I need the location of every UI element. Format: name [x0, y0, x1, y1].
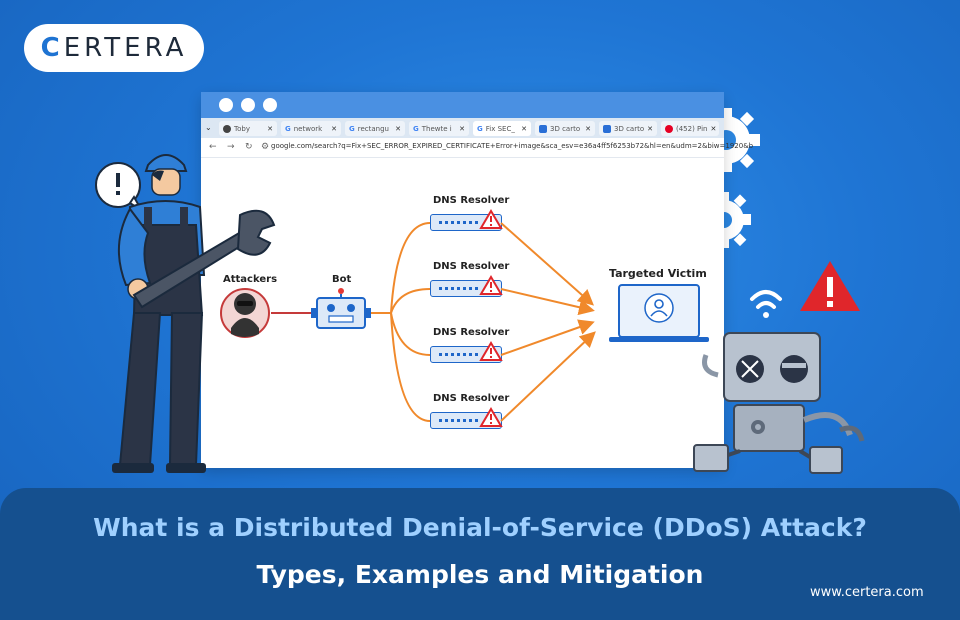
- address-bar: [201, 138, 724, 158]
- forward-arrow-icon[interactable]: →: [227, 142, 235, 152]
- dns-resolver-label: DNS Resolver: [433, 393, 510, 404]
- broken-robot-illustration: [693, 261, 865, 474]
- bot-icon: [311, 288, 371, 329]
- dns-resolver-label: DNS Resolver: [433, 195, 510, 206]
- title-band: [0, 488, 960, 620]
- alert-bubble-icon: [95, 162, 143, 212]
- targeted-victim-label: Targeted Victim: [609, 267, 707, 280]
- headline-line-2: Types, Examples and Mitigation: [256, 560, 704, 589]
- tab-close-icon[interactable]: ✕: [331, 124, 337, 133]
- window-dot-minimize[interactable]: [241, 98, 255, 112]
- warning-icon: [800, 261, 860, 311]
- reload-icon[interactable]: ↻: [245, 142, 253, 152]
- browser-tab[interactable]: 3D carto✕: [535, 121, 595, 136]
- toby-icon: [223, 124, 231, 133]
- window-dot-maximize[interactable]: [263, 98, 277, 112]
- tab-close-icon[interactable]: ✕: [459, 124, 465, 133]
- tab-close-icon[interactable]: ✕: [647, 124, 653, 133]
- tab-list-chevron-icon[interactable]: ⌄: [205, 123, 212, 132]
- gear-icon: [751, 420, 765, 434]
- tab-close-icon[interactable]: ✕: [267, 124, 273, 133]
- tab-close-icon[interactable]: ✕: [710, 124, 717, 133]
- back-arrow-icon[interactable]: ←: [209, 142, 217, 152]
- url-field[interactable]: google.com/search?q=Fix+SEC_ERROR_EXPIRE…: [271, 142, 754, 150]
- tab-close-icon[interactable]: ✕: [521, 124, 527, 133]
- browser-tab[interactable]: (452) Pin✕: [661, 121, 719, 136]
- pinterest-icon: [665, 124, 673, 133]
- browser-titlebar: [201, 92, 724, 118]
- wifi-icon: [750, 290, 782, 318]
- warning-icon: [479, 275, 503, 295]
- browser-tab[interactable]: G network✕: [281, 121, 341, 136]
- certera-logo: CERTERA: [24, 24, 204, 72]
- wrench-icon: [132, 209, 276, 309]
- window-dot-close[interactable]: [219, 98, 233, 112]
- google-icon: G: [413, 124, 419, 133]
- google-icon: G: [285, 124, 291, 133]
- google-icon: G: [349, 124, 355, 133]
- browser-tab[interactable]: 3D carto✕: [599, 121, 657, 136]
- hacker-icon: [220, 288, 270, 338]
- logo-text: CERTERA: [41, 33, 188, 63]
- logo-c-mark: C: [40, 33, 64, 63]
- dns-resolver-label: DNS Resolver: [433, 327, 510, 338]
- tab-close-icon[interactable]: ✕: [395, 124, 401, 133]
- browser-tab[interactable]: Toby✕: [219, 121, 277, 136]
- attackers-label: Attackers: [223, 274, 278, 285]
- browser-tab-active[interactable]: G Fix SEC_✕: [473, 121, 531, 136]
- ddos-diagram: [220, 209, 709, 427]
- warning-icon: [479, 407, 503, 427]
- dns-resolver-label: DNS Resolver: [433, 261, 510, 272]
- engineer-illustration: [95, 154, 276, 473]
- laptop-icon: [609, 284, 709, 342]
- browser-tab[interactable]: G Thewte i✕: [409, 121, 469, 136]
- site-info-icon[interactable]: ⚙: [261, 142, 270, 152]
- browser-window: ⌄ Toby✕ G network✕ G rectangu✕ G Thewte …: [201, 92, 754, 468]
- warning-icon: [479, 341, 503, 361]
- doc-icon: [539, 124, 547, 133]
- google-icon: G: [477, 124, 483, 133]
- website-url[interactable]: www.certera.com: [810, 585, 924, 600]
- warning-icon: [479, 209, 503, 229]
- logo-wordmark: ERTERA: [63, 33, 188, 63]
- bot-label: Bot: [332, 274, 352, 285]
- browser-tab[interactable]: G rectangu✕: [345, 121, 405, 136]
- headline-line-1: What is a Distributed Denial-of-Service …: [93, 513, 867, 542]
- tab-close-icon[interactable]: ✕: [585, 124, 591, 133]
- doc-icon: [603, 124, 611, 133]
